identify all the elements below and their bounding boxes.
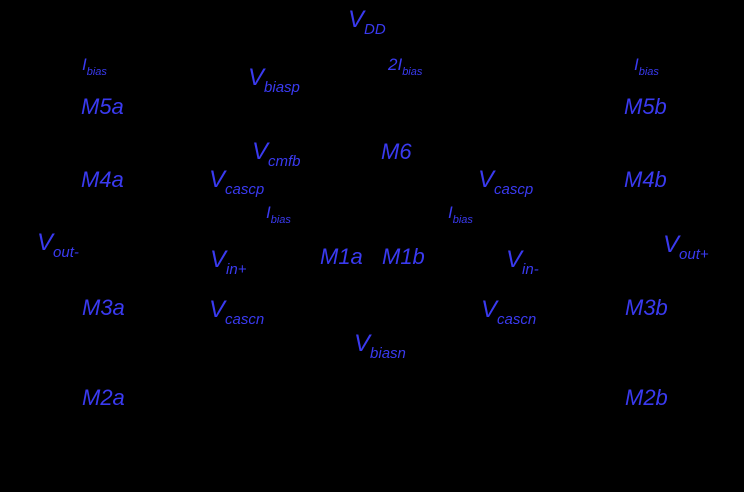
vbiasp-sub: biasp: [264, 79, 300, 96]
vout-minus-main: V: [37, 229, 54, 256]
vcascp-left-label: Vcascp: [209, 166, 265, 198]
m1a-label: M1a: [320, 244, 363, 269]
vcascn-left-sub: cascn: [225, 311, 265, 328]
vcmfb-label: Vcmfb: [252, 138, 301, 170]
vcascn-left-label: Vcascn: [209, 296, 265, 328]
vout-plus-main: V: [663, 231, 680, 258]
vin-plus-main: V: [210, 246, 227, 273]
vout-plus-sub: out+: [679, 246, 709, 263]
vdd-label-main: V: [348, 6, 365, 33]
ibias-left-main: I: [82, 55, 87, 74]
vcascp-right-sub: cascp: [494, 181, 534, 198]
vbiasp-main: V: [248, 64, 265, 91]
vin-minus-sub: in-: [522, 261, 539, 278]
m3b-label: M3b: [625, 295, 668, 320]
two-ibias-main: 2I: [388, 55, 403, 74]
vout-plus-label: Vout+: [663, 231, 709, 263]
vcascp-right-label: Vcascp: [478, 166, 534, 198]
vout-minus-sub: out-: [53, 244, 79, 261]
vdd-label-sub: DD: [364, 21, 386, 38]
vcascp-left-main: V: [209, 166, 226, 193]
m2b-label: M2b: [625, 385, 668, 410]
vcascn-left-main: V: [209, 296, 226, 323]
vcascp-left-sub: cascp: [225, 181, 265, 198]
vcmfb-main: V: [252, 138, 269, 165]
ibias-m1a-sub: bias: [270, 214, 291, 226]
m1b-label: M1b: [382, 244, 425, 269]
vin-plus-sub: in+: [226, 261, 247, 278]
vin-plus-label: Vin+: [210, 246, 247, 278]
vbiasn-sub: biasn: [370, 345, 406, 362]
vout-minus-label: Vout-: [37, 229, 79, 261]
m5b-label: M5b: [624, 94, 667, 119]
vdd-label: VDD: [348, 6, 386, 38]
vcascn-right-main: V: [481, 296, 498, 323]
ibias-m1a-main: I: [266, 203, 271, 222]
m5a-label: M5a: [81, 94, 124, 119]
ibias-m1a-label: Ibias: [266, 204, 291, 226]
two-ibias-sub: bias: [402, 66, 423, 78]
vin-minus-main: V: [506, 246, 523, 273]
vcascn-right-sub: cascn: [497, 311, 537, 328]
ibias-m1b-label: Ibias: [448, 204, 473, 226]
vbiasn-main: V: [354, 330, 371, 357]
ibias-left-label: Ibias: [82, 56, 107, 78]
vcascn-right-label: Vcascn: [481, 296, 537, 328]
m2a-label: M2a: [82, 385, 125, 410]
ibias-m1b-main: I: [448, 203, 453, 222]
ibias-right-main: I: [634, 55, 639, 74]
vbiasp-label: Vbiasp: [248, 64, 300, 96]
vbiasn-label: Vbiasn: [354, 330, 406, 362]
ibias-right-label: Ibias: [634, 56, 659, 78]
ibias-left-sub: bias: [86, 66, 107, 78]
ibias-right-sub: bias: [638, 66, 659, 78]
ibias-m1b-sub: bias: [452, 214, 473, 226]
m4b-label: M4b: [624, 167, 667, 192]
vcascp-right-main: V: [478, 166, 495, 193]
vcmfb-sub: cmfb: [268, 153, 301, 170]
m4a-label: M4a: [81, 167, 124, 192]
vin-minus-label: Vin-: [506, 246, 539, 278]
m3a-label: M3a: [82, 295, 125, 320]
m6-label: M6: [381, 139, 412, 164]
two-ibias-label: 2Ibias: [388, 56, 422, 78]
